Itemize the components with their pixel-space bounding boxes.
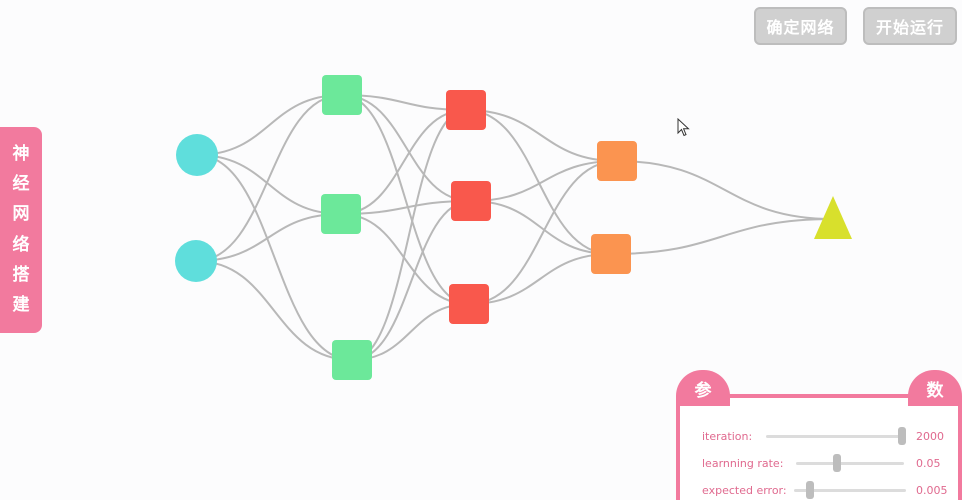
confirm-network-button[interactable]: 确定网络 [754,7,847,45]
expected-error-label: expected error: [702,483,787,497]
hidden-node[interactable] [597,141,637,181]
learning-rate-label: learnning rate: [702,456,784,470]
network-edge [465,109,612,255]
network-edges [195,94,834,361]
network-edge [196,94,343,156]
side-tab-char: 网 [12,204,30,225]
input-node[interactable] [175,240,217,282]
input-node[interactable] [176,134,218,176]
network-edge [341,94,470,305]
learning-rate-value: 0.05 [916,456,941,470]
build-network-tab[interactable]: 神 经 网 络 搭 建 [0,127,42,333]
learning-rate-slider-track[interactable] [796,461,904,465]
parameters-heading-right: 数 [908,370,962,406]
network-edge [616,160,834,220]
network-edge [340,213,470,305]
hidden-node[interactable] [449,284,489,324]
mouse-cursor-icon [677,118,690,137]
side-tab-char: 搭 [12,264,30,285]
iteration-value: 2000 [916,429,944,443]
hidden-node[interactable] [451,181,491,221]
param-row-learning-rate: learnning rate: 0.05 [680,453,958,473]
parameters-panel-content: iteration: 2000 learnning rate: 0.05 exp… [680,398,958,500]
network-nodes [175,75,852,380]
expected-error-slider-track[interactable] [794,488,906,492]
param-row-iteration: iteration: 2000 [680,426,958,446]
param-row-expected-error: expected error: 0.005 [680,480,958,500]
network-edge [351,109,467,361]
network-edge [195,260,353,361]
iteration-slider-thumb[interactable] [898,427,906,445]
network-edge [465,109,618,162]
side-tab-char: 络 [12,234,30,255]
parameters-panel-frame: iteration: 2000 learnning rate: 0.05 exp… [676,394,962,500]
network-edge [351,200,472,361]
network-edge [610,218,834,255]
iteration-slider-track[interactable] [766,434,906,438]
network-edge [341,94,472,202]
side-tab-char: 建 [12,294,30,315]
hidden-node[interactable] [322,75,362,115]
hidden-node[interactable] [321,194,361,234]
network-edge [468,160,618,305]
network-edge [196,154,353,361]
expected-error-value: 0.005 [916,483,948,497]
start-run-button[interactable]: 开始运行 [863,7,957,45]
parameters-heading-left: 参 [676,370,730,406]
hidden-node[interactable] [446,90,486,130]
expected-error-slider-thumb[interactable] [806,481,814,499]
network-edge [340,109,467,215]
hidden-node[interactable] [591,234,631,274]
network-edge [195,213,342,262]
parameters-panel: iteration: 2000 learnning rate: 0.05 exp… [676,370,962,500]
side-tab-char: 经 [12,174,30,195]
network-edge [196,154,342,215]
network-edge [195,94,343,262]
output-node[interactable] [814,196,852,239]
learning-rate-slider-thumb[interactable] [833,454,841,472]
hidden-node[interactable] [332,340,372,380]
network-edge [470,200,612,255]
network-edge [468,253,612,305]
network-edge [470,160,618,202]
iteration-label: iteration: [702,429,753,443]
side-tab-char: 神 [12,144,30,165]
